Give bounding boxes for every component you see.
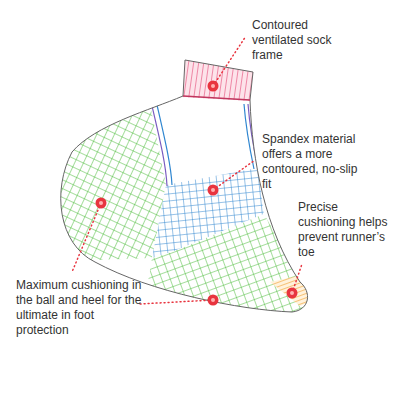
callout-dot bbox=[208, 81, 219, 92]
leader-line bbox=[213, 160, 255, 190]
leader-line bbox=[140, 300, 213, 304]
callout-label: Spandex material offers a more contoured… bbox=[262, 132, 370, 192]
heel-mesh bbox=[40, 100, 166, 262]
seam-line bbox=[248, 104, 258, 168]
seam-line bbox=[157, 105, 172, 185]
callout-dot bbox=[208, 295, 219, 306]
callout-label: Contoured ventilated sock frame bbox=[252, 18, 334, 63]
cuff-edge bbox=[183, 96, 250, 100]
leader-line bbox=[72, 203, 101, 272]
callout-dot bbox=[287, 288, 298, 299]
callout-dot bbox=[96, 198, 107, 209]
callout-label: Maximum cushioning in the ball and heel … bbox=[16, 278, 144, 338]
callout-dot bbox=[208, 185, 219, 196]
toe-strip bbox=[270, 276, 315, 306]
callout-label: Precise cushioning helps prevent runner’… bbox=[298, 200, 394, 260]
callout-dots bbox=[96, 81, 298, 306]
leader-line bbox=[213, 36, 246, 86]
